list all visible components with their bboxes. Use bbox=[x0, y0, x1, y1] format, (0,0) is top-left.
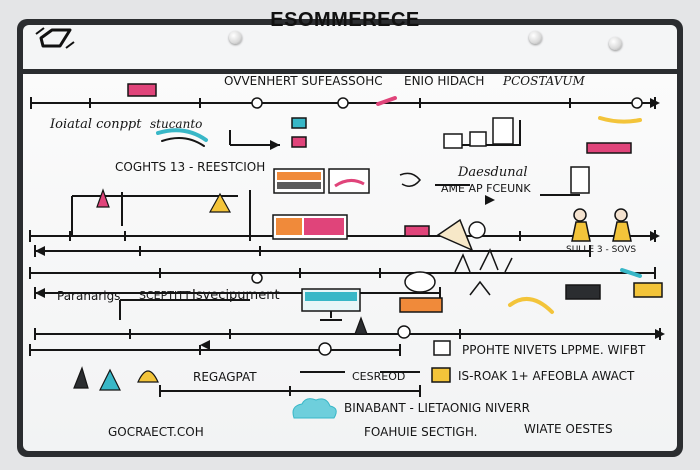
label-row1-c: PCOSTAVUM bbox=[503, 74, 585, 88]
arrow-heads bbox=[35, 98, 665, 350]
monitor-icon bbox=[272, 214, 348, 240]
cone-icons bbox=[73, 188, 368, 391]
swoosh-accents bbox=[156, 96, 642, 314]
label-footer-left: GOCRAECT.COH bbox=[108, 425, 204, 439]
label-concept-b: stucanto bbox=[150, 117, 203, 131]
timeline-nodes bbox=[251, 97, 643, 356]
label-mid-left: Paranarigs bbox=[57, 289, 121, 303]
device-icons bbox=[127, 83, 663, 383]
monitor-icon bbox=[273, 168, 370, 194]
board-magnet bbox=[229, 31, 242, 44]
logo-icon bbox=[35, 27, 75, 49]
label-right-row2: IS-ROAK 1+ AFEOBLA AWACT bbox=[458, 369, 635, 383]
label-footer-right: WIATE OESTES bbox=[524, 422, 613, 436]
label-regagpat: REGAGPAT bbox=[193, 370, 257, 384]
label-footer-mid: FOAHUIE SECTIGH. bbox=[364, 425, 478, 439]
board-title: ESOMMERECE bbox=[270, 9, 420, 31]
board-surface bbox=[23, 74, 677, 451]
board-magnet bbox=[529, 31, 542, 44]
label-sovs: SULLE 3 - SOVS bbox=[566, 245, 637, 255]
branch-lines bbox=[71, 120, 580, 373]
label-binabant: BINABANT - LIETAONIG NIVERR bbox=[344, 401, 530, 415]
label-row1-a: OVVENHERT SUFEASSOHC bbox=[224, 74, 383, 88]
cloud-icon bbox=[292, 398, 337, 419]
label-cights: COGHTS 13 - REESTCIOH bbox=[115, 160, 266, 174]
label-row1-b: ENIO HIDACH bbox=[404, 74, 485, 88]
sketch-doodles bbox=[399, 172, 513, 296]
label-daesdunal: Daesdunal bbox=[458, 165, 528, 180]
board-header bbox=[23, 25, 677, 69]
board-magnet bbox=[609, 37, 622, 50]
label-right-row1: PPOHTE NIVETS LPPME. WIFBT bbox=[462, 343, 646, 357]
header-divider bbox=[23, 69, 677, 72]
monitor-icon bbox=[301, 288, 361, 321]
label-mid-left-b: SCEPTITT bbox=[139, 289, 191, 302]
person-icons bbox=[571, 208, 632, 242]
label-ape: AME AP FCEUNK bbox=[441, 182, 531, 195]
label-mid-left-c: Isvecipument bbox=[192, 288, 280, 303]
label-concept: Ioiatal conppt bbox=[50, 117, 142, 132]
label-cesreod: CESREOD bbox=[352, 370, 406, 383]
